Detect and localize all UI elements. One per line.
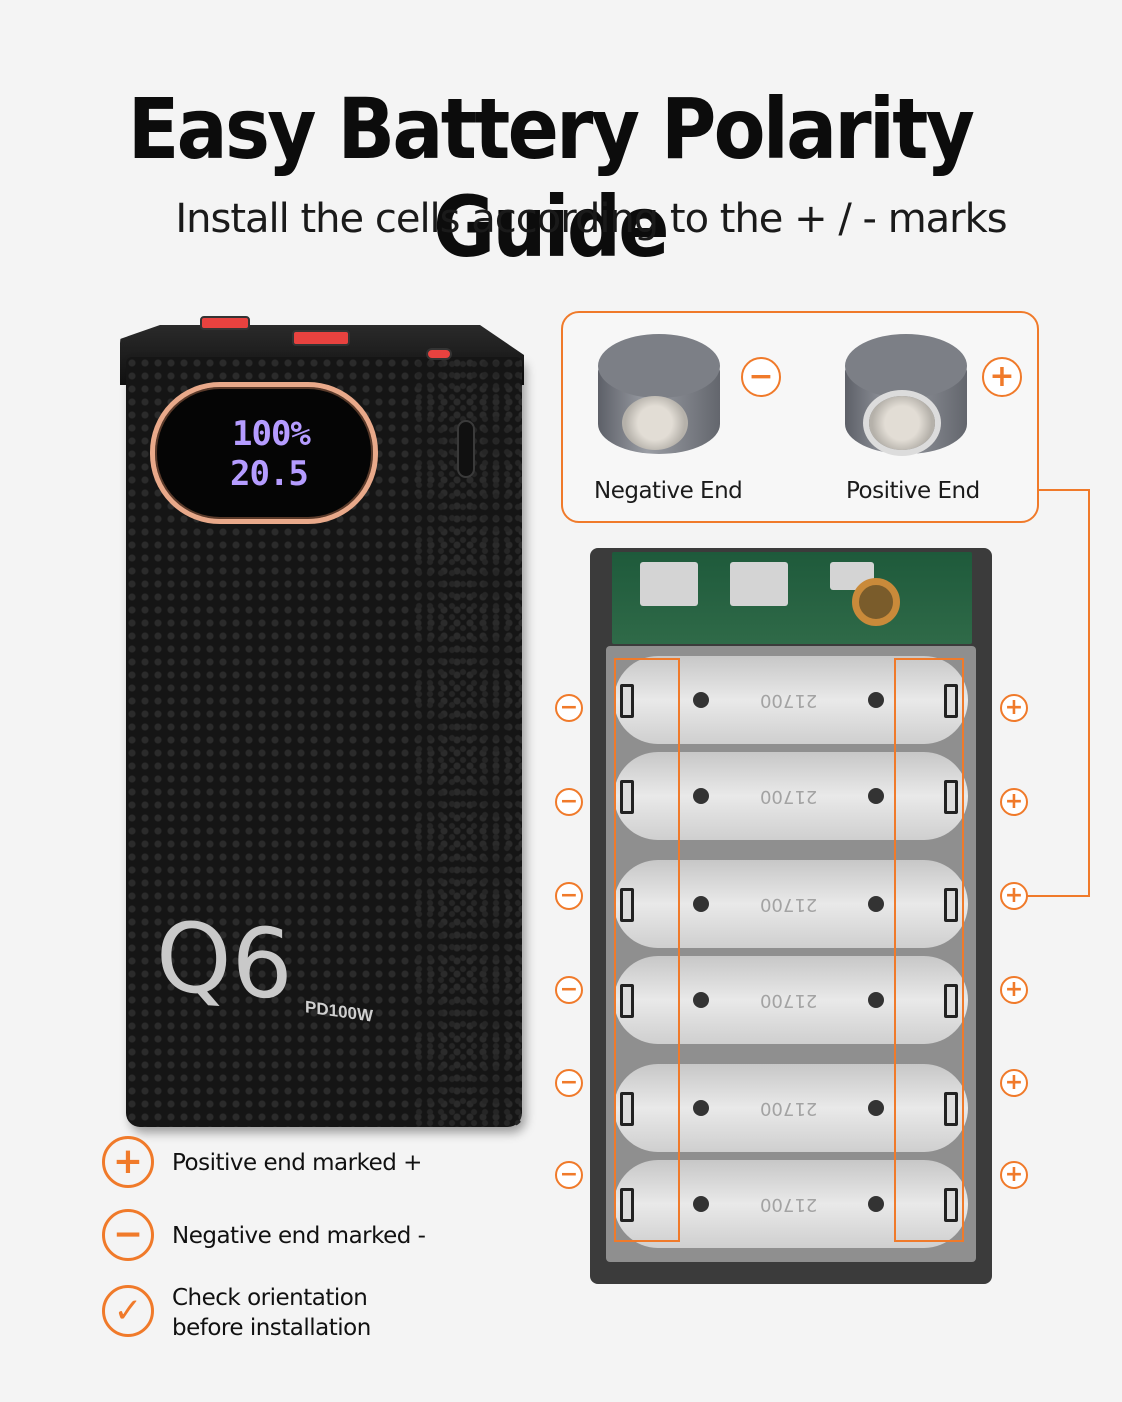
negative-spring [620,888,634,922]
slot-size-mark: 21700 [760,690,818,711]
negative-spring [620,984,634,1018]
plus-icon: + [1000,1069,1028,1097]
negative-spring [620,1188,634,1222]
positive-cell-image [845,334,967,456]
board-connector [640,562,698,606]
slot-size-mark: 21700 [760,786,818,807]
plus-icon: + [102,1136,154,1188]
board-connector [730,562,788,606]
battery-slot [614,1160,968,1248]
legend-check-text-line1: Check orientation [172,1285,368,1311]
slot-left-dot [693,692,709,708]
positive-spring [944,684,958,718]
usb-c-port [426,348,452,360]
legend-check: ✓ Check orientation before installation [102,1283,462,1347]
battery-slot [614,752,968,840]
connector-line-bottom [1026,895,1090,897]
slot-left-dot [693,1100,709,1116]
negative-spring [620,1092,634,1126]
positive-spring [944,888,958,922]
slot-frame [606,646,976,1262]
display-value: 20.5 [230,454,309,494]
plus-icon: + [1000,788,1028,816]
negative-spring [620,780,634,814]
plus-icon: + [1000,694,1028,722]
slot-size-mark: 21700 [760,1194,818,1215]
positive-end-label: Positive End [846,478,980,504]
slot-right-dot [868,1196,884,1212]
positive-spring [944,1188,958,1222]
battery-slot [614,1064,968,1152]
slot-right-dot [868,692,884,708]
check-icon: ✓ [102,1285,154,1337]
slot-size-mark: 21700 [760,990,818,1011]
minus-icon: − [555,1161,583,1189]
legend-positive-text: Positive end marked + [172,1150,422,1176]
connector-line-vertical [1088,489,1090,897]
plus-icon: + [982,357,1022,397]
page-subtitle: Install the cells according to the + / -… [175,196,1007,242]
minus-icon: − [555,1069,583,1097]
minus-icon: − [555,788,583,816]
legend-negative: − Negative end marked - [102,1209,462,1261]
display-percentage: 100% [232,414,311,454]
positive-spring [944,1092,958,1126]
slot-left-dot [693,992,709,1008]
battery-slot [614,860,968,948]
minus-icon: − [555,694,583,722]
connector-line-top [1039,489,1090,491]
slot-right-dot [868,788,884,804]
minus-icon: − [555,976,583,1004]
negative-column-highlight [614,658,680,1242]
plus-icon: + [1000,1161,1028,1189]
negative-end-label: Negative End [594,478,743,504]
slot-left-dot [693,788,709,804]
slot-left-dot [693,1196,709,1212]
model-label: Q6 [156,900,293,1022]
minus-icon: − [555,882,583,910]
minus-icon: − [102,1209,154,1261]
slot-right-dot [868,992,884,1008]
usb-port-2 [292,330,350,346]
slot-size-mark: 21700 [760,1098,818,1119]
page-title: Easy Battery Polarity Guide [127,80,975,276]
plus-icon: + [1000,976,1028,1004]
power-bank-side [414,359,524,1127]
positive-spring [944,984,958,1018]
positive-column-highlight [894,658,964,1242]
positive-spring [944,780,958,814]
slot-right-dot [868,1100,884,1116]
inductor-coil [852,578,900,626]
slot-right-dot [868,896,884,912]
battery-slot [614,956,968,1044]
usb-port-1 [200,316,250,330]
plus-icon: + [1000,882,1028,910]
legend-check-text-line2: before installation [172,1315,371,1341]
slot-left-dot [693,896,709,912]
negative-cell-image [598,334,720,456]
power-button [457,420,475,478]
negative-spring [620,684,634,718]
legend-negative-text: Negative end marked - [172,1223,426,1249]
legend-positive: + Positive end marked + [102,1136,462,1188]
power-bank-display [150,382,378,524]
battery-slot [614,656,968,744]
minus-icon: − [741,357,781,397]
slot-size-mark: 21700 [760,894,818,915]
